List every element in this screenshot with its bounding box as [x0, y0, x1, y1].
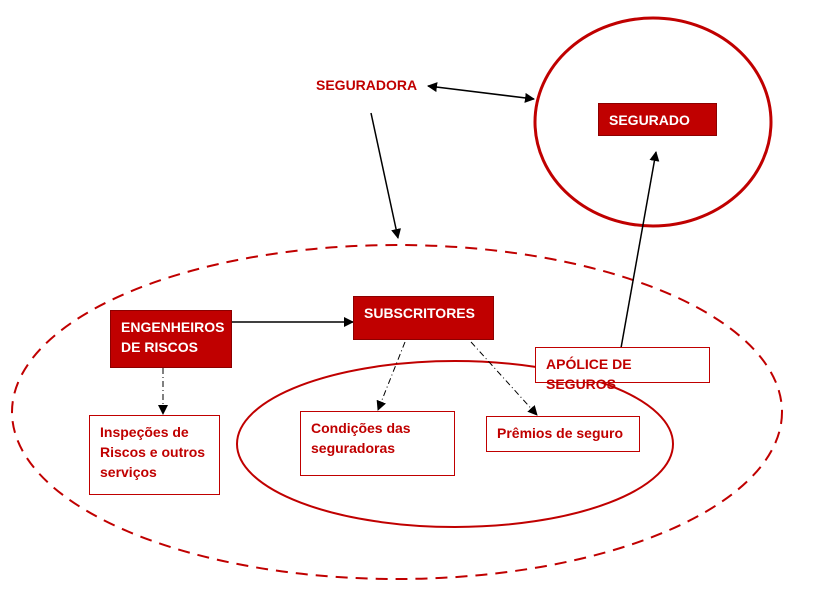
- subscritores-to-condicoes-arrow: [376, 341, 406, 411]
- engenheiros-box: ENGENHEIROS DE RISCOS: [110, 310, 232, 368]
- subscritores-box: SUBSCRITORES: [353, 296, 494, 340]
- inner-ellipse: [236, 360, 674, 528]
- subscritores-to-premios-arrow: [470, 341, 538, 416]
- condicoes-box: Condições das seguradoras: [300, 411, 455, 476]
- segurado-circle: [533, 16, 773, 228]
- outer-dashed-ellipse: [11, 244, 783, 580]
- premios-box: Prêmios de seguro: [486, 416, 640, 452]
- apolice-to-segurado-arrow: [620, 151, 660, 349]
- segurado-box: SEGURADO: [598, 103, 717, 136]
- inspecoes-box: Inspeções de Riscos e outros serviços: [89, 415, 220, 495]
- apolice-box: APÓLICE DE SEGUROS: [535, 347, 710, 392]
- seguradora-to-ellipse-arrow: [370, 112, 401, 239]
- seguradora-label: SEGURADORA: [316, 77, 418, 93]
- seguradora-segurado-arrow: [427, 82, 535, 103]
